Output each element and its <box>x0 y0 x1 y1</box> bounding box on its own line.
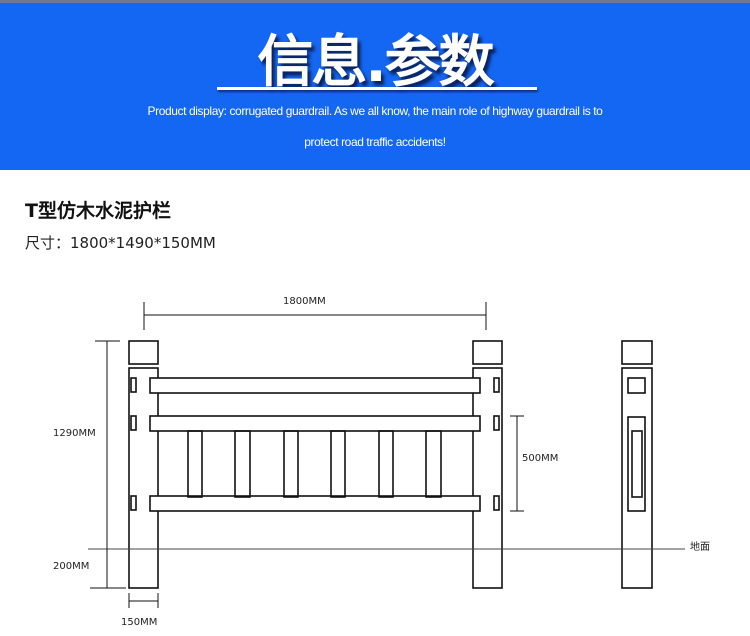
header-banner: 信息.参数 Product display: corrugated guardr… <box>0 0 750 170</box>
buried-depth-label: 200MM <box>53 561 89 572</box>
banner-title: 信息.参数 <box>257 30 494 95</box>
dimension-lines <box>90 302 524 608</box>
height-label: 1290MM <box>53 428 96 439</box>
product-name: T型仿木水泥护栏 <box>25 200 171 222</box>
banner-underline <box>217 87 537 90</box>
side-post <box>621 367 653 589</box>
top-rail <box>149 377 481 394</box>
left-post-cap <box>128 340 159 365</box>
rail-span-label: 500MM <box>522 453 558 464</box>
left-post <box>128 367 159 589</box>
right-post-cap <box>472 340 503 365</box>
post-width-label: 150MM <box>121 617 157 628</box>
banner-subtitle-1: Product display: corrugated guardrail. A… <box>147 104 603 118</box>
banner-subtitle-2: protect road traffic accidents! <box>304 135 446 149</box>
middle-rail <box>149 415 481 432</box>
balusters <box>187 430 442 498</box>
side-post-cap <box>621 340 653 365</box>
product-size: 尺寸：1800*1490*150MM <box>25 234 216 252</box>
ground-label: 地面 <box>690 540 710 553</box>
bottom-rail <box>149 495 481 512</box>
right-post <box>472 367 503 589</box>
width-label: 1800MM <box>283 296 326 307</box>
